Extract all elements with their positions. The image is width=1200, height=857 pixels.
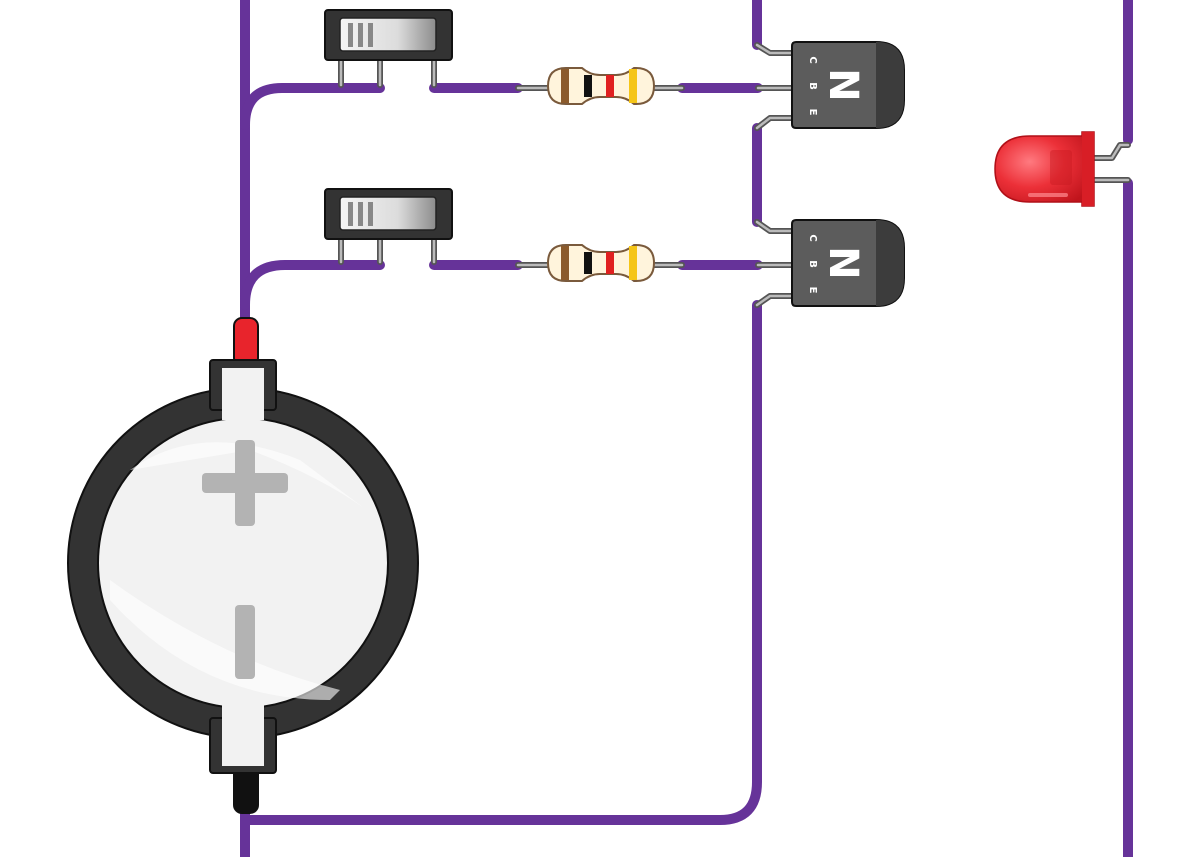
- red-led[interactable]: [994, 131, 1131, 207]
- resistor-1-band-2: [584, 75, 592, 97]
- wires: [240, 0, 1133, 857]
- battery-minus-icon: [235, 605, 255, 679]
- battery-positive-terminal: [233, 317, 259, 367]
- transistor-1-pin-b: B: [807, 82, 818, 90]
- transistor-2-pin-e: E: [807, 287, 818, 294]
- coin-cell-battery[interactable]: [67, 317, 419, 814]
- transistor-1-pin-c: C: [807, 56, 818, 63]
- wire-emitter2-ground: [240, 300, 762, 825]
- transistor-2-pin-c: C: [807, 234, 818, 241]
- resistor-2-band-1: [561, 246, 569, 280]
- resistor-1-band-4: [629, 69, 637, 103]
- wire-branch-switch-2: [240, 260, 385, 310]
- resistor-1-band-1: [561, 69, 569, 103]
- transistor-2-pin-b: B: [807, 260, 818, 268]
- resistor-1[interactable]: [515, 67, 685, 105]
- wire-branch-switch-1: [240, 83, 385, 130]
- resistor-2-band-3: [606, 252, 614, 274]
- npn-transistor-1[interactable]: C B E N: [754, 41, 905, 131]
- transistor-2-type-label: N: [820, 246, 866, 279]
- transistor-1-pin-e: E: [807, 109, 818, 116]
- resistor-2[interactable]: [515, 244, 685, 282]
- transistor-1-type-label: N: [820, 68, 866, 101]
- slide-switch-2[interactable]: [324, 188, 453, 265]
- resistor-1-band-3: [606, 75, 614, 97]
- resistor-2-band-4: [629, 246, 637, 280]
- npn-transistor-2[interactable]: C B E N: [754, 219, 905, 308]
- slide-switch-1[interactable]: [324, 9, 453, 88]
- resistor-2-band-2: [584, 252, 592, 274]
